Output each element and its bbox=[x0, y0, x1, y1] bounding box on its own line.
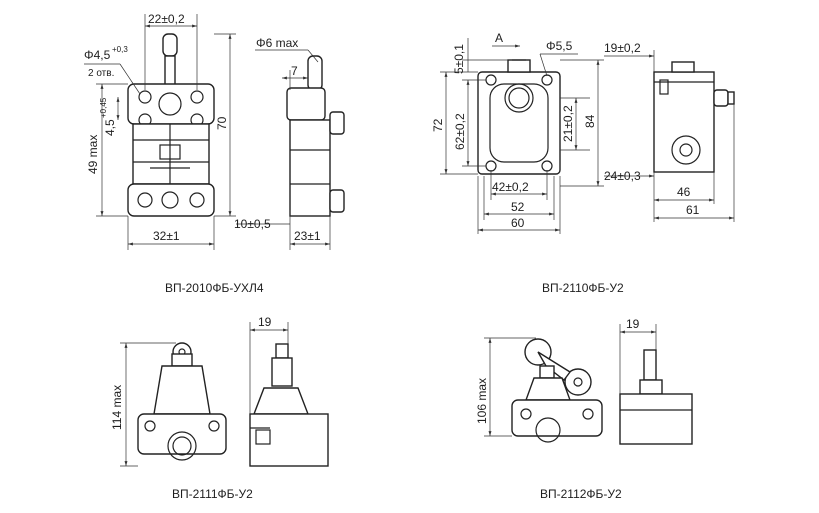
dim-hole-step: 4,5 bbox=[103, 119, 117, 136]
dim-max-height-2111: 114 max bbox=[110, 385, 124, 430]
dim-hole-step-tolerance: +0,45 bbox=[99, 97, 108, 118]
drawing-vp2111-side-view bbox=[249, 343, 329, 467]
dim-hole-tolerance: +0,3 bbox=[112, 45, 128, 54]
dim-holes-height: 62±0,2 bbox=[453, 113, 467, 150]
dim-width-52: 52 bbox=[511, 200, 525, 214]
dim-side-bottom: 24±0,3 bbox=[604, 169, 641, 183]
dim-max-height-2112: 106 max bbox=[475, 378, 489, 424]
dim-roller-width-2111: 19 bbox=[258, 315, 272, 329]
dim-hole-diameter-2: Φ5,5 bbox=[546, 39, 573, 53]
dim-side-width: 23±1 bbox=[294, 229, 321, 243]
dim-height-84: 84 bbox=[583, 114, 597, 128]
caption-vp2010: ВП-2010ФБ-УХЛ4 bbox=[165, 281, 264, 295]
dim-inner-height: 21±0,2 bbox=[561, 105, 575, 142]
drawing-vp2110-front-view bbox=[477, 59, 561, 175]
dim-hole-diameter: Φ4,5 bbox=[84, 48, 111, 62]
dim-view-label: A bbox=[495, 31, 503, 45]
dim-hole-spacing: 42±0,2 bbox=[492, 180, 529, 194]
caption-vp2112: ВП-2112ФБ-У2 bbox=[540, 487, 622, 501]
dimensions-vp2111: 114 max 19 bbox=[110, 315, 289, 467]
drawing-vp2112-front-view bbox=[511, 338, 603, 443]
dimensions-vp2110: A 5±0,1 Φ5,5 72 62±0,2 21±0,2 84 42±0,2 bbox=[431, 31, 735, 234]
dim-width-60: 60 bbox=[511, 216, 525, 230]
dimensions-vp2112: 106 max 19 bbox=[475, 317, 657, 437]
dimensions-vp2010: 22±0,2 Φ4,5 +0,3 2 отв. 49 max 4,5 +0,45… bbox=[84, 12, 331, 250]
dim-top-offset: 5±0,1 bbox=[452, 44, 466, 74]
dim-hole-count: 2 отв. bbox=[88, 68, 114, 79]
caption-vp2111: ВП-2111ФБ-У2 bbox=[172, 487, 253, 501]
caption-vp2110: ВП-2110ФБ-У2 bbox=[542, 281, 624, 295]
dim-plunger-diameter: Φ6 max bbox=[256, 36, 298, 50]
dim-side-61: 61 bbox=[686, 203, 700, 217]
dim-plunger-offset: 7 bbox=[291, 64, 298, 78]
dim-base-width: 32±1 bbox=[153, 229, 180, 243]
drawing-vp2110-side-view bbox=[653, 61, 735, 173]
dim-total-height: 72 bbox=[431, 118, 445, 132]
dim-max-height: 49 max bbox=[86, 135, 100, 174]
drawing-vp2010-front-view bbox=[127, 33, 215, 217]
dim-side-46: 46 bbox=[677, 185, 691, 199]
dim-base-offset: 10±0,5 bbox=[234, 217, 271, 231]
drawing-vp2111-front-view bbox=[137, 342, 227, 461]
drawing-vp2112-side-view bbox=[619, 349, 693, 445]
drawing-vp2010-side-view bbox=[286, 55, 345, 217]
dim-side-top: 19±0,2 bbox=[604, 41, 641, 55]
dim-height: 70 bbox=[215, 116, 229, 130]
dim-top-width: 22±0,2 bbox=[148, 12, 185, 26]
dim-roller-width-2112: 19 bbox=[626, 317, 640, 331]
